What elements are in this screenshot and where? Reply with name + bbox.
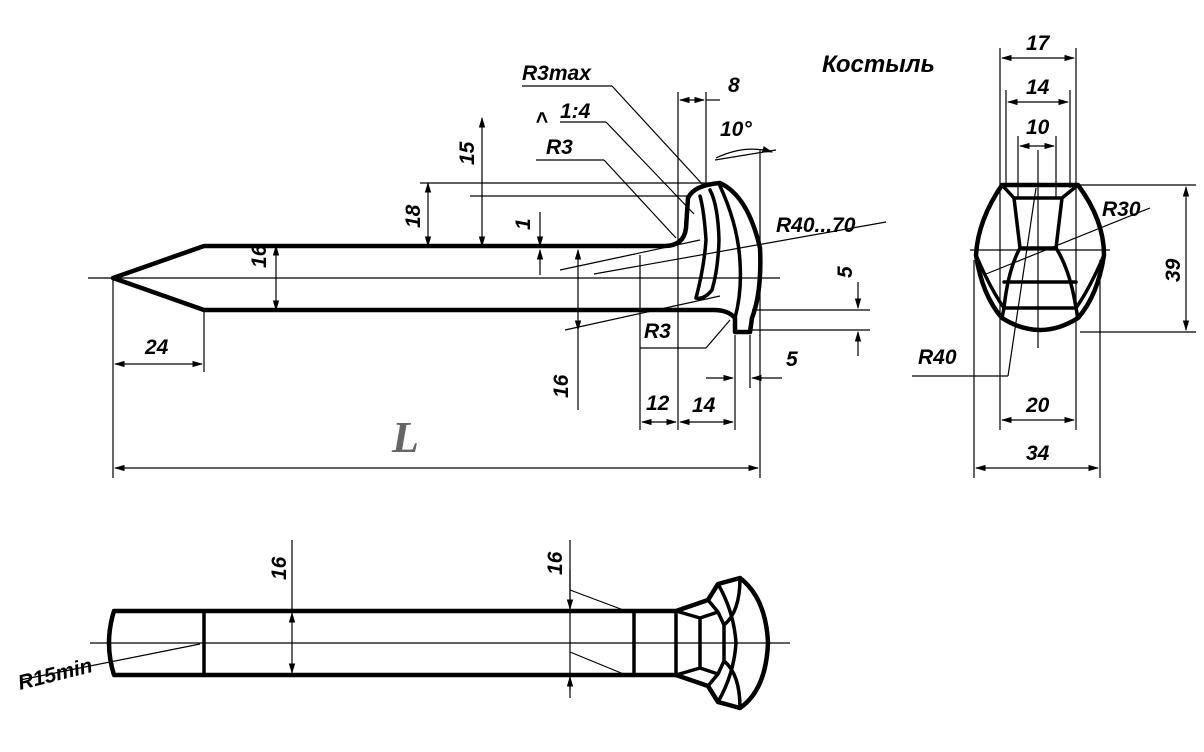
top-shank-outline: [106, 575, 771, 711]
dim-5-bottom: 5: [786, 348, 798, 371]
dim-8: 8: [728, 74, 740, 97]
dim-15: 15: [456, 141, 479, 165]
dim-16-shank: 16: [248, 244, 271, 268]
dim-14-end: 14: [1026, 76, 1050, 99]
dim-16-lower: 16: [550, 374, 573, 398]
label-taper: 1:4: [560, 100, 591, 123]
dim-24: 24: [144, 336, 169, 359]
dim-17: 17: [1026, 32, 1051, 55]
spike-shank-outline: [110, 180, 763, 335]
dim-16-top-left: 16: [268, 556, 291, 580]
dim-16-top-right: 16: [544, 551, 567, 575]
end-view: 17 14 10 39 R30 R40 20 34: [912, 32, 1196, 478]
label-r3-top: R3: [546, 136, 573, 159]
dim-20: 20: [1025, 394, 1050, 417]
dim-12: 12: [646, 392, 670, 415]
dim-34: 34: [1026, 442, 1050, 465]
dim-18: 18: [402, 204, 425, 228]
top-head-inner: [674, 576, 742, 710]
dim-14: 14: [692, 394, 716, 417]
dim-5-right: 5: [834, 266, 857, 278]
side-view: 15 18 1 16 16 24 L 12 14: [88, 62, 887, 478]
drawing-title: Костыль: [822, 51, 935, 78]
head-outline: [973, 182, 1107, 333]
label-r3max: R3max: [522, 62, 592, 85]
dim-39: 39: [1162, 258, 1185, 282]
label-r40-70: R40...70: [776, 214, 856, 237]
label-r40: R40: [918, 346, 957, 369]
top-view: 16 16 R15min: [16, 540, 790, 711]
label-r15min: R15min: [16, 654, 95, 695]
dim-10: 10: [1026, 116, 1050, 139]
dim-1: 1: [512, 218, 535, 230]
dim-angle-10: 10°: [720, 118, 752, 141]
taper-symbol: >: [531, 112, 554, 124]
spike-head-inner: [694, 188, 721, 301]
spike-head-ridge: [718, 184, 743, 320]
label-r3-bottom: R3: [644, 320, 671, 343]
dim-L: L: [391, 413, 419, 462]
label-r30: R30: [1102, 198, 1141, 221]
